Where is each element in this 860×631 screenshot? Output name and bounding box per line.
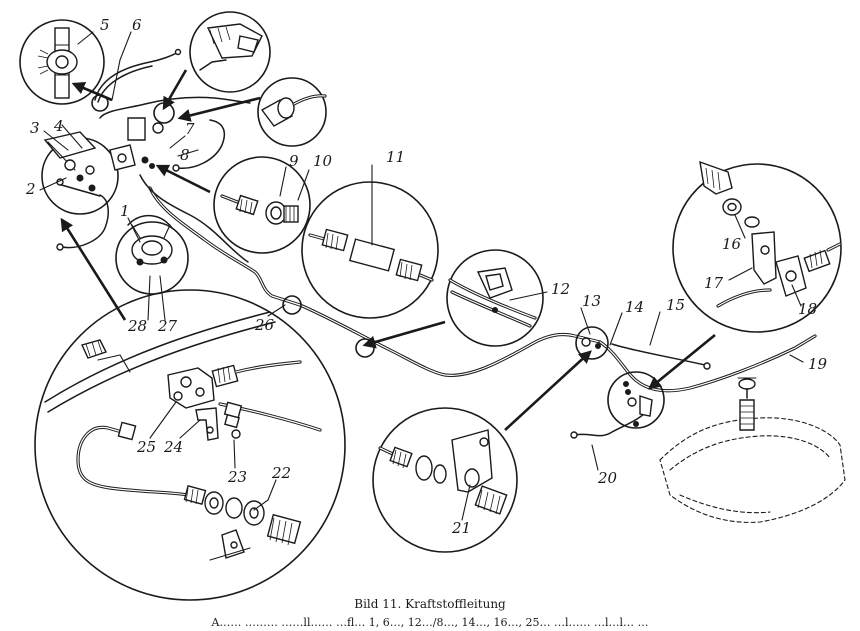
callout-16: 16 <box>722 235 742 253</box>
fuel-pump-detail <box>115 214 189 295</box>
detail-bracket-21 <box>372 407 518 553</box>
detail-tank-fitting-16-18 <box>672 160 842 333</box>
callout-12: 12 <box>551 280 570 298</box>
callout-1: 1 <box>120 202 130 220</box>
detail-hose <box>257 77 327 147</box>
detail-clip-12 <box>446 249 544 347</box>
callout-28: 28 <box>127 317 147 335</box>
callout-23: 23 <box>227 468 247 486</box>
callout-2: 2 <box>25 180 36 198</box>
callout-17: 17 <box>704 274 724 292</box>
detail-small-13 <box>575 326 609 360</box>
detail-tank-connection <box>607 371 665 429</box>
main-fuel-pipe <box>139 174 817 439</box>
callout-19: 19 <box>808 355 828 373</box>
callout-6: 6 <box>132 16 142 34</box>
callout-numbers: 1 2 3 4 5 6 7 8 9 10 11 12 13 14 15 16 1… <box>25 16 828 537</box>
caption-title: Bild 11. Kraftstoffleitung <box>354 597 506 611</box>
detail-clamp-5 <box>19 19 105 105</box>
figure-caption: Bild 11. Kraftstoffleitung A…… ……… ……ll…… <box>210 597 648 629</box>
detail-sleeve-11 <box>301 181 439 319</box>
callout-26: 26 <box>254 316 275 334</box>
detail-arrows <box>60 69 716 431</box>
callout-10: 10 <box>313 152 333 170</box>
callout-25: 25 <box>136 438 156 456</box>
callout-9: 9 <box>289 152 299 170</box>
detail-union-9-10 <box>213 156 311 254</box>
callout-4: 4 <box>53 117 64 135</box>
callout-27: 27 <box>157 317 178 335</box>
fuel-tank <box>659 377 846 523</box>
detail-fitting-block <box>34 289 346 601</box>
fuel-filter-cluster <box>41 117 164 215</box>
callout-8: 8 <box>180 146 190 164</box>
callout-5: 5 <box>100 16 110 34</box>
callout-18: 18 <box>798 300 817 318</box>
callout-20: 20 <box>597 469 618 487</box>
callout-15: 15 <box>666 296 685 314</box>
callout-14: 14 <box>625 298 644 316</box>
callout-11: 11 <box>386 148 405 166</box>
callout-3: 3 <box>30 119 40 137</box>
callout-13: 13 <box>582 292 601 310</box>
callout-22: 22 <box>271 464 291 482</box>
detail-connector-top <box>189 11 271 93</box>
leader-lines <box>39 31 804 521</box>
caption-subtitle: A…… ……… ……ll…… …fl… 1, 6…, 12…/8…, 14…, … <box>210 616 648 629</box>
callout-7: 7 <box>185 120 195 138</box>
callout-21: 21 <box>451 519 471 537</box>
callout-24: 24 <box>163 438 183 456</box>
